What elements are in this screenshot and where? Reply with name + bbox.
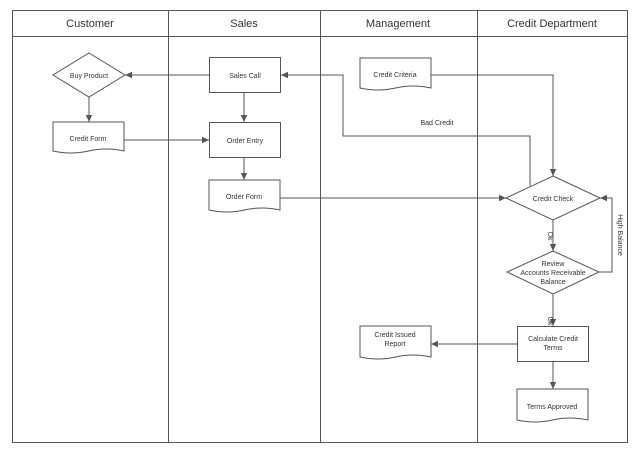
edge-review-high-balance-to-credit-check bbox=[599, 194, 613, 273]
node-credit-form: Credit Form bbox=[52, 121, 125, 154]
node-terms-approved-label: Terms Approved bbox=[527, 404, 578, 411]
node-sales-call: Sales Call bbox=[209, 57, 281, 93]
node-buy-product: Buy Product bbox=[52, 52, 126, 98]
node-review-accounts-receivable: Review Accounts Receivable Balance bbox=[505, 250, 601, 295]
edge-label-bad-credit: Bad Credit bbox=[420, 120, 453, 127]
edge-label-ok-2: Ok bbox=[546, 317, 553, 326]
connectors bbox=[85, 71, 613, 389]
edge-credit-criteria-to-credit-check bbox=[431, 74, 557, 176]
lane-title-customer: Customer bbox=[66, 18, 114, 30]
node-credit-criteria-label: Credit Criteria bbox=[373, 72, 416, 79]
node-credit-form-label: Credit Form bbox=[70, 136, 107, 143]
node-order-entry-label: Order Entry bbox=[227, 138, 264, 145]
swimlane-frame bbox=[12, 10, 628, 443]
node-review-label-3: Balance bbox=[540, 279, 565, 286]
node-calculate-terms-label-1: Calculate Credit bbox=[528, 336, 578, 343]
node-terms-approved: Terms Approved bbox=[516, 388, 589, 423]
node-sales-call-label: Sales Call bbox=[229, 73, 261, 80]
node-calculate-credit-terms: Calculate Credit Terms bbox=[517, 326, 589, 362]
node-order-entry: Order Entry bbox=[209, 122, 281, 158]
node-order-form: Order Form bbox=[208, 179, 281, 213]
node-credit-check-label: Credit Check bbox=[533, 196, 574, 203]
edge-label-high-balance: High Balance bbox=[616, 214, 623, 256]
node-credit-issued-report-label-2: Report bbox=[384, 341, 405, 348]
node-credit-issued-report-label-1: Credit Issued bbox=[374, 332, 415, 339]
node-buy-product-label: Buy Product bbox=[70, 73, 108, 80]
lane-title-credit-department: Credit Department bbox=[507, 18, 597, 30]
node-calculate-terms-label-2: Terms bbox=[543, 345, 563, 352]
node-order-form-label: Order Form bbox=[226, 194, 262, 201]
node-credit-issued-report: Credit Issued Report bbox=[359, 325, 432, 360]
node-review-label-1: Review bbox=[542, 261, 566, 268]
edge-label-ok-1: Ok bbox=[546, 232, 553, 241]
lane-title-sales: Sales bbox=[230, 18, 258, 30]
lane-title-management: Management bbox=[366, 18, 430, 30]
node-credit-check: Credit Check bbox=[504, 175, 602, 221]
node-credit-criteria: Credit Criteria bbox=[359, 57, 432, 91]
edge-credit-check-bad-credit-to-sales-call bbox=[281, 71, 531, 186]
node-review-label-2: Accounts Receivable bbox=[520, 270, 585, 277]
